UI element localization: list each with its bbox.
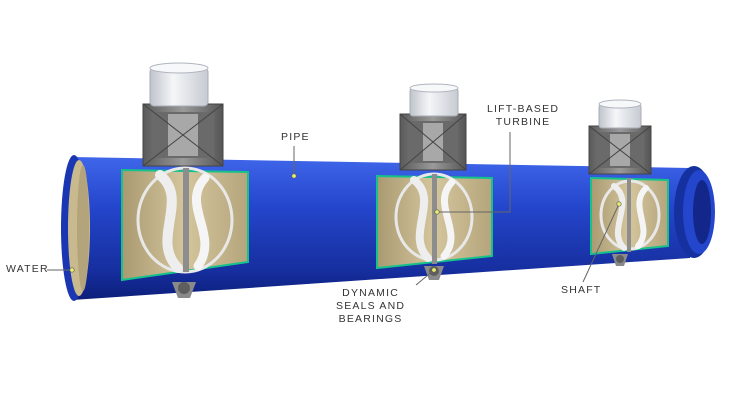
- cutaway-left: [121, 166, 249, 282]
- callout-leaders: [47, 132, 620, 286]
- rotor-blade: [611, 183, 627, 251]
- shaft-label: SHAFT: [561, 284, 602, 296]
- callout-dots: [69, 173, 622, 273]
- rotor-blade: [191, 173, 210, 271]
- rotor-blade: [410, 176, 432, 262]
- pipe-label: PIPE: [281, 131, 310, 143]
- cutaway-right: [590, 176, 669, 256]
- turbine-dot: [434, 209, 440, 215]
- seals-leader: [415, 269, 435, 286]
- cutaway-middle: [376, 172, 493, 270]
- generator-right: [588, 99, 652, 175]
- rotor-blade: [440, 178, 456, 260]
- generator-middle: [399, 83, 467, 171]
- turbine-leader: [437, 132, 511, 213]
- rotor-shaft: [183, 168, 189, 272]
- seals-dot: [431, 267, 437, 273]
- generator-left: [142, 62, 224, 167]
- lift-based-turbine-label: LIFT-BASED TURBINE: [487, 103, 560, 128]
- rotor-blade: [155, 170, 183, 273]
- shaft-leader: [582, 203, 620, 283]
- water-label: WATER: [6, 263, 49, 275]
- dynamic-seals-bearings-label: DYNAMIC SEALS AND BEARINGS: [336, 287, 406, 325]
- rotor-shaft: [432, 174, 437, 264]
- water-dot: [69, 267, 75, 273]
- rotor-shaft: [627, 178, 631, 252]
- bearing-assemblies: [172, 254, 628, 298]
- pipe-dot: [291, 173, 297, 179]
- shaft-dot: [616, 201, 622, 207]
- rotor-blade: [635, 185, 649, 249]
